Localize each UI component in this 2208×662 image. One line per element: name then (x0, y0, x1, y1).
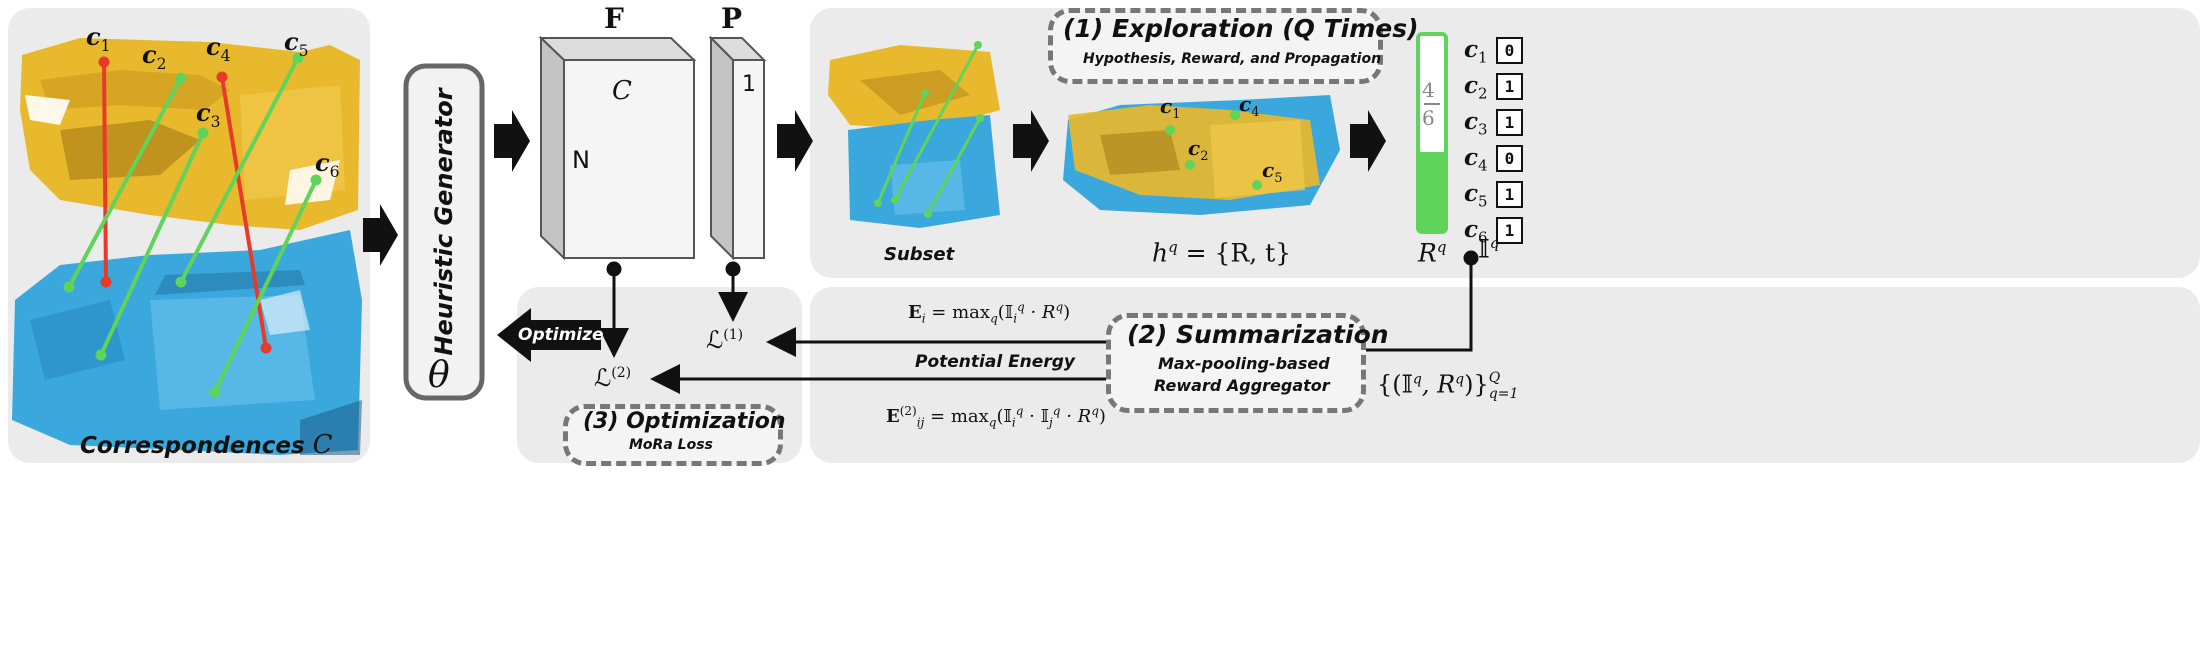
optimize-arrow (497, 308, 601, 362)
indicator-row-c4: c4 (1464, 144, 1488, 175)
aligned-label-c4: c4 (1239, 92, 1260, 120)
subset-label: Subset (884, 244, 955, 265)
reward-label: Rq (1418, 238, 1447, 268)
yellow-point-cloud (20, 38, 360, 230)
point-label-c2: c2 (142, 40, 167, 73)
indicator-value-c2: 1 (1496, 73, 1523, 100)
probability-matrix-P (708, 35, 767, 261)
indicator-value-c5: 1 (1496, 181, 1523, 208)
flow-arrows (363, 110, 1386, 266)
reward-fraction-num: 4 (1422, 78, 1435, 102)
summarization-line1: Max-pooling-based (1158, 354, 1330, 373)
indicator-value-c3: 1 (1496, 109, 1523, 136)
aligned-label-c2: c2 (1188, 136, 1209, 164)
aligned-label-c1: c1 (1160, 94, 1181, 122)
reward-fraction-den: 6 (1422, 106, 1435, 130)
hypothesis-expression: hq = {R, t} (1152, 238, 1292, 268)
indicator-row-c3: c3 (1464, 108, 1488, 139)
heuristic-generator-box (403, 63, 485, 401)
loss-connectors (599, 250, 1479, 394)
reward-bar (1416, 32, 1448, 234)
indicator-row-c5: c5 (1464, 180, 1488, 211)
aligned-label-c5: c5 (1262, 158, 1283, 186)
theta-symbol: θ (428, 355, 450, 396)
indicator-value-c1: 0 (1496, 37, 1523, 64)
optimize-label: Optimize (518, 325, 604, 345)
feature-matrix-F (538, 35, 697, 261)
loss-L2: ℒ(2) (594, 364, 632, 392)
exploration-subtitle: Hypothesis, Reward, and Propagation (1083, 51, 1382, 67)
summarization-panel (810, 287, 2200, 463)
optimization-title: (3) Optimization (583, 409, 786, 434)
correspondence-points (63, 52, 322, 398)
reward-fill (1418, 152, 1446, 232)
F-columns-label: C (612, 76, 632, 106)
summarization-title: (2) Summarization (1127, 320, 1389, 349)
summarization-box (1106, 313, 1366, 413)
P-label: P (721, 2, 743, 35)
heuristic-generator-title: Heuristic Generator (430, 88, 458, 356)
indicator-value-c4: 0 (1496, 145, 1523, 172)
optimization-subtitle: MoRa Loss (629, 437, 713, 453)
aligned-point-cloud (1063, 95, 1340, 215)
point-label-c3: c3 (196, 98, 221, 131)
Ei-equation: Ei = maxq(𝕀iq · Rq) (908, 300, 1071, 326)
point-label-c5: c5 (284, 27, 309, 60)
exploration-title: (1) Exploration (Q Times) (1063, 14, 1419, 43)
F-rows-label: N (572, 146, 590, 174)
indicator-row-c1: c1 (1464, 36, 1488, 67)
indicator-row-c2: c2 (1464, 72, 1488, 103)
summarization-line2: Reward Aggregator (1154, 376, 1330, 395)
indicator-label: 𝕀q (1478, 234, 1500, 264)
correspondences-label: Correspondences C (80, 430, 333, 460)
Eij-equation: E(2)ij = maxq(𝕀iq · 𝕀jq · Rq) (886, 404, 1106, 430)
point-label-c6: c6 (315, 148, 340, 181)
point-label-c1: c1 (86, 22, 111, 55)
indicator-row-c6: c6 (1464, 216, 1488, 247)
point-label-c4: c4 (206, 32, 231, 65)
F-label: F (604, 2, 624, 35)
subset-point-cloud (828, 41, 1000, 228)
blue-point-cloud (12, 230, 362, 455)
P-columns-label: 1 (742, 72, 756, 97)
indicator-value-c6: 1 (1496, 217, 1523, 244)
correspondence-lines (67, 56, 318, 394)
potential-energy-label: Potential Energy (915, 352, 1075, 372)
loss-L1: ℒ(1) (706, 326, 744, 354)
exploration-title-box (1048, 8, 1383, 84)
optimization-box (563, 404, 783, 466)
